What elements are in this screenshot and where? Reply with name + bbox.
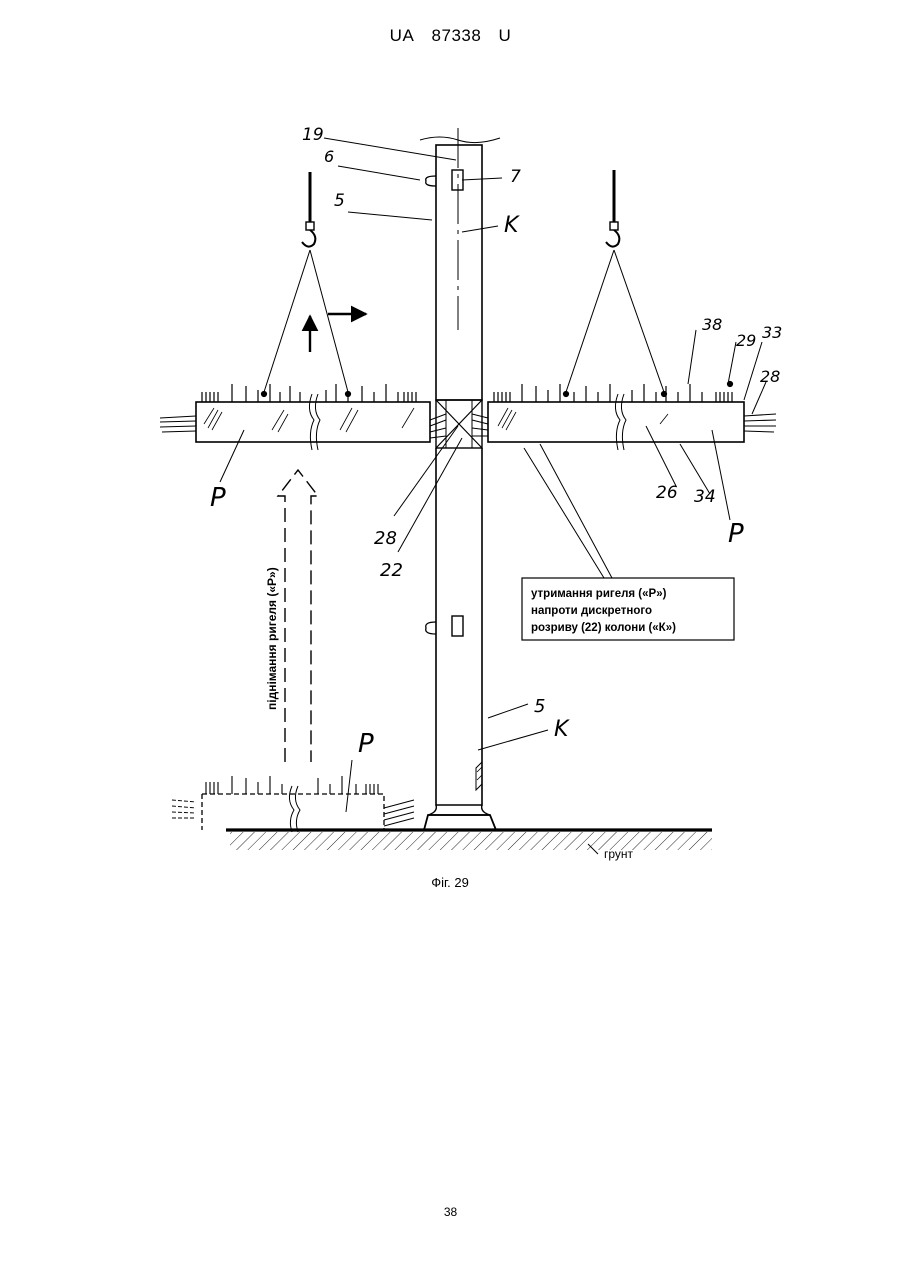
callout-line-1: утримання ригеля («Р») <box>531 588 667 600</box>
label-34: 34 <box>694 487 716 507</box>
figure-caption: Фіг. 29 <box>431 875 469 890</box>
lifting-arrow <box>278 470 318 762</box>
label-38: 38 <box>702 315 722 334</box>
ground <box>226 830 712 850</box>
callout-box: утримання ригеля («Р») напроти дискретно… <box>522 578 734 640</box>
label-p-right: P <box>728 519 744 549</box>
label-5-top: 5 <box>334 191 345 211</box>
label-6: 6 <box>324 147 334 166</box>
callout-line-3: розриву (22) колони («К») <box>531 622 676 634</box>
label-p-left: P <box>210 483 226 513</box>
label-33: 33 <box>762 323 782 342</box>
label-22: 22 <box>380 560 403 581</box>
right-sling <box>566 170 664 392</box>
beam-ground <box>172 776 414 832</box>
label-28-bottom: 28 <box>374 528 397 549</box>
label-p-ground: P <box>358 729 374 759</box>
label-19: 19 <box>302 125 324 145</box>
label-28-right: 28 <box>760 367 780 386</box>
label-5-bottom: 5 <box>534 696 545 717</box>
callout-line-2: напроти дискретного <box>531 605 652 617</box>
label-29: 29 <box>736 331 756 350</box>
movement-arrows <box>310 314 366 352</box>
beam-left <box>160 384 446 450</box>
label-k-top: K <box>504 213 520 238</box>
column-k <box>420 128 500 830</box>
label-26: 26 <box>656 483 678 503</box>
label-k-bottom: K <box>554 717 570 742</box>
beam-right <box>472 382 776 450</box>
label-7: 7 <box>510 167 521 187</box>
ground-label: грунт <box>604 847 634 861</box>
leader-lines <box>220 138 766 854</box>
page-number: 38 <box>0 1205 901 1219</box>
lifting-label: піднімання ригеля («Р») <box>265 567 279 710</box>
